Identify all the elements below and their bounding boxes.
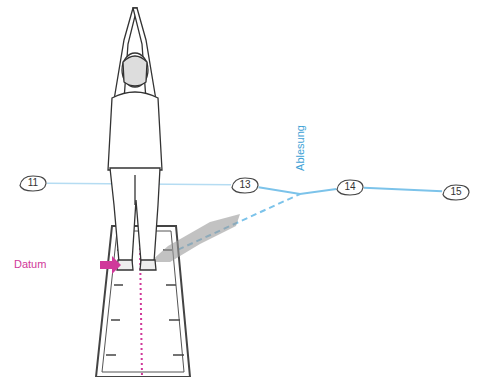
marker-stone: 15 [442, 184, 470, 201]
measuring-line [259, 187, 337, 194]
datum-label: Datum [14, 258, 46, 270]
athlete-figure [108, 8, 162, 270]
reading-label: Ablesung [294, 123, 306, 173]
callout-number: 14 [336, 181, 364, 193]
callout-number: 15 [442, 186, 470, 198]
shadow [150, 214, 240, 262]
marker-stone: 13 [231, 177, 259, 194]
marker-stone: 14 [336, 179, 364, 196]
datum-arrow [100, 256, 121, 274]
marker-stone: 11 [19, 175, 47, 192]
measuring-line [364, 188, 442, 192]
callout-number: 13 [231, 179, 259, 191]
callout-number: 11 [19, 177, 47, 189]
